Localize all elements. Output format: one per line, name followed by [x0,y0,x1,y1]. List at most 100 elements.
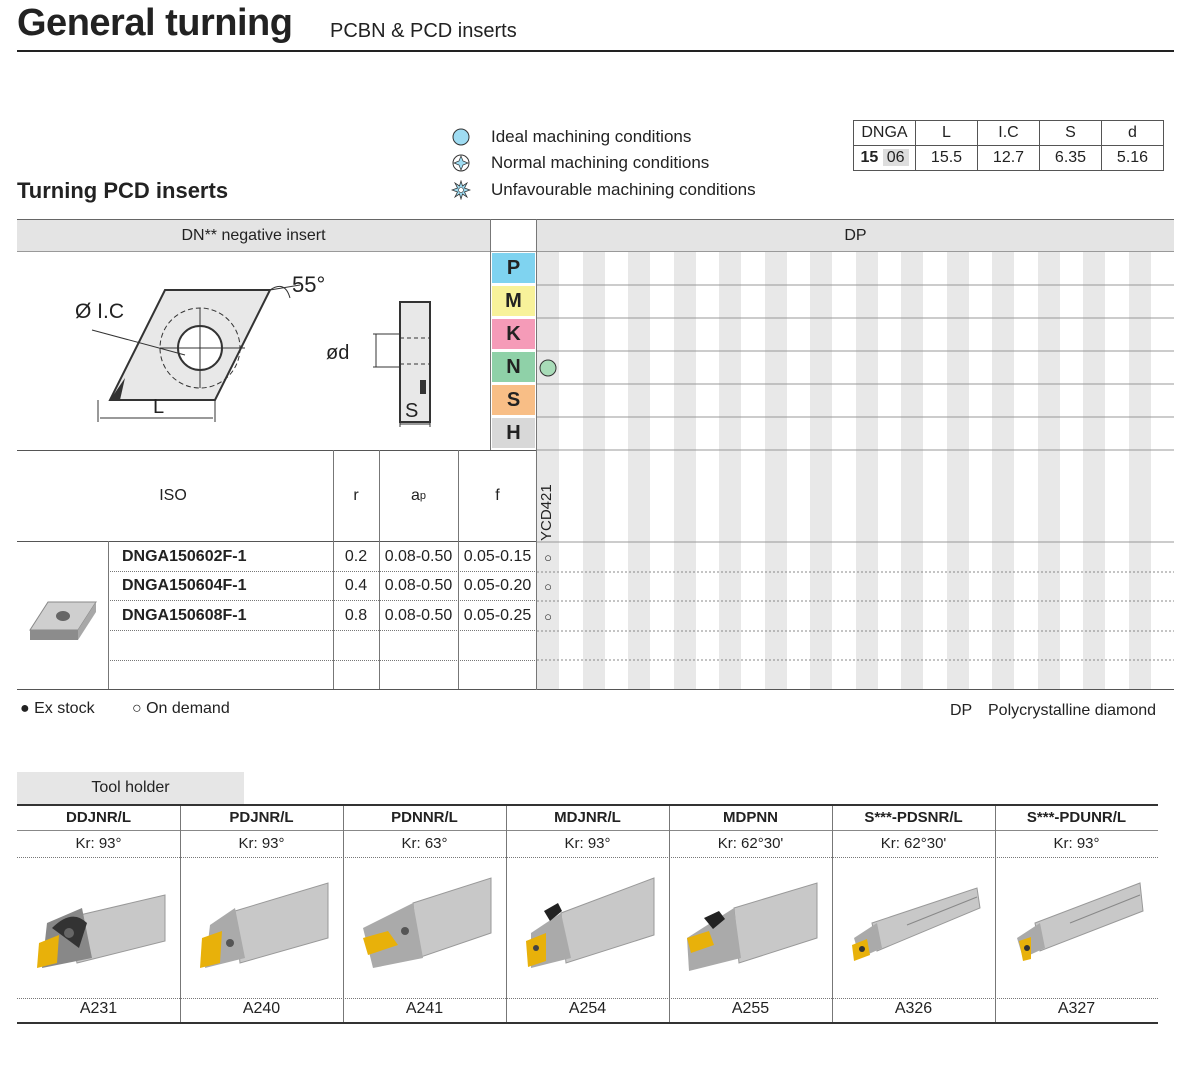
holder-kr: Kr: 93° [75,835,122,852]
holder-name: PDJNR/L [229,809,294,826]
tool-holder-pdnnr: PDNNR/L Kr: 63° A241 [343,805,506,1023]
holder-name: DDJNR/L [65,809,131,826]
dim-size: 15 [860,149,879,166]
page-title: General turning [17,2,293,44]
part-number: DNGA150602F-1 [122,548,247,565]
material-k: K [491,318,536,350]
r-value: 0.4 [344,577,368,594]
ideal-icon [452,128,470,146]
holder-page-ref: A255 [731,1000,770,1017]
dim-header: DNGA [853,120,916,146]
holder-page-ref: A231 [79,1000,118,1017]
f-value: 0.05-0.20 [463,577,532,594]
holder-image [363,877,492,968]
holder-page-ref: A254 [568,1000,607,1017]
holder-image [526,877,655,968]
holder-name: MDJNR/L [554,809,621,826]
dim-header: S [1039,120,1102,146]
section-title: Turning PCD inserts [17,178,229,203]
f-column-header: f [495,487,500,504]
angle-label: 55° [292,272,326,297]
legend-item-ideal: Ideal machining conditions [451,127,691,147]
holder-kr: Kr: 93° [238,835,285,852]
legend-item-unfavourable: Unfavourable machining conditions [451,180,756,200]
dim-header: L [915,120,978,146]
holder-name: PDNNR/L [391,809,458,826]
holder-name: MDPNN [723,809,778,826]
holder-image [852,887,981,961]
dim-value: 6.35 [1039,145,1102,171]
availability-marker: ○ [544,578,552,594]
holder-page-ref: A240 [242,1000,281,1017]
tool-holder-tab: Tool holder [17,772,244,804]
holder-kr: Kr: 93° [1053,835,1100,852]
material-m: M [491,285,536,317]
part-number: DNGA150604F-1 [122,577,247,594]
legend-label: Ideal machining conditions [491,127,692,146]
insert-image [29,601,97,640]
insert-type-header: DN** negative insert [17,219,490,252]
holder-kr: Kr: 62°30' [717,835,784,852]
r-column-header: r [353,487,359,504]
f-value: 0.05-0.25 [463,607,532,624]
insert-drawing [91,284,431,427]
holder-name: S***-PDSNR/L [864,809,963,826]
tool-holder-pdunr: S***-PDUNR/L Kr: 93° A327 [995,805,1158,1023]
dim-size-cell: 15 06 [853,145,916,171]
material-header-spacer [491,219,536,252]
holder-page-ref: A326 [894,1000,933,1017]
ap-label: a [410,487,420,504]
unfavourable-icon [451,180,471,200]
ideal-marker-icon [539,359,557,377]
grade-label: YCD421 [538,484,558,541]
holder-page-ref: A241 [405,1000,444,1017]
material-p: P [491,252,536,284]
diameter-label: ød [326,342,350,364]
holder-image [200,882,329,968]
dim-header: d [1101,120,1164,146]
material-n: N [491,351,536,383]
tool-holder-mdpnn: MDPNN Kr: 62°30' A255 [669,805,832,1023]
holder-image [1017,882,1144,961]
ap-subscript: p [419,490,427,502]
f-value: 0.05-0.15 [463,548,532,565]
tool-holder-mdjnr: MDJNR/L Kr: 93° A254 [506,805,669,1023]
holder-name: S***-PDUNR/L [1026,809,1127,826]
material-h: H [491,417,536,449]
legend-label: Normal machining conditions [491,153,710,172]
dp-description: Polycrystalline diamond [988,702,1157,719]
legend-item-normal: Normal machining conditions [451,153,709,173]
length-label: L [153,396,165,418]
dim-header: I.C [977,120,1040,146]
iso-column-header: ISO [159,487,187,504]
holder-kr: Kr: 63° [401,835,448,852]
dimensions-table: DNGA L I.C S d 15 06 15.5 12.7 6.35 5.16 [853,120,1164,171]
holder-page-ref: A327 [1057,1000,1096,1017]
material-s: S [491,384,536,416]
thickness-label: S [405,400,419,422]
tool-holder-pdsnr: S***-PDSNR/L Kr: 62°30' A326 [832,805,995,1023]
holder-kr: Kr: 62°30' [880,835,947,852]
dim-value: 5.16 [1101,145,1164,171]
on-demand-note: ○ On demand [132,700,230,717]
ic-label: Ø I.C [75,300,125,323]
availability-marker: ○ [544,549,552,565]
normal-icon [452,154,470,172]
title-divider [17,50,1174,52]
ap-value: 0.08-0.50 [384,548,453,565]
tool-holder-ddjnr: DDJNR/L Kr: 93° A231 [17,805,180,1023]
ex-stock-note: ● Ex stock [20,700,95,717]
r-value: 0.2 [344,548,368,565]
tool-holder-pdjnr: PDJNR/L Kr: 93° A240 [180,805,343,1023]
holder-image [687,882,818,971]
availability-marker: ○ [544,608,552,624]
legend-label: Unfavourable machining conditions [491,180,756,199]
holder-image [37,894,166,968]
part-number: DNGA150608F-1 [122,607,247,624]
ap-value: 0.08-0.50 [384,607,453,624]
grade-group-header: DP [537,219,1174,252]
ap-value: 0.08-0.50 [384,577,453,594]
page-subtitle: PCBN & PCD inserts [330,20,517,42]
holder-kr: Kr: 93° [564,835,611,852]
